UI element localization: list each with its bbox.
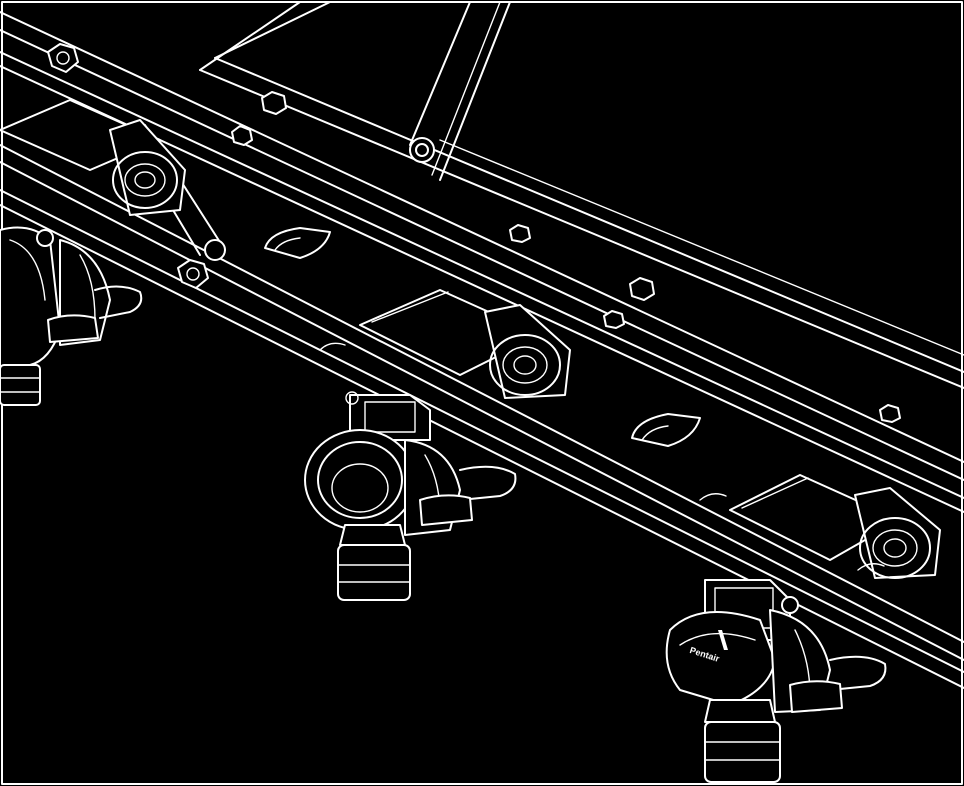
- nozzle-body-left: [0, 226, 143, 406]
- tube-clips: [319, 342, 885, 571]
- top-frame-rail: [199, 1, 964, 389]
- bolt-heads: [47, 43, 901, 423]
- roller-right: [854, 487, 941, 579]
- roller-middle: [484, 304, 571, 399]
- nozzle-body-right: Pentair: [665, 579, 887, 783]
- diagonal-support-arm: [409, 1, 511, 181]
- roller-left: [109, 119, 186, 216]
- nozzle-body-middle: [304, 391, 517, 601]
- support-rollers: [109, 119, 941, 579]
- slot-holes: [264, 227, 701, 447]
- lower-boom-tube: [0, 144, 964, 689]
